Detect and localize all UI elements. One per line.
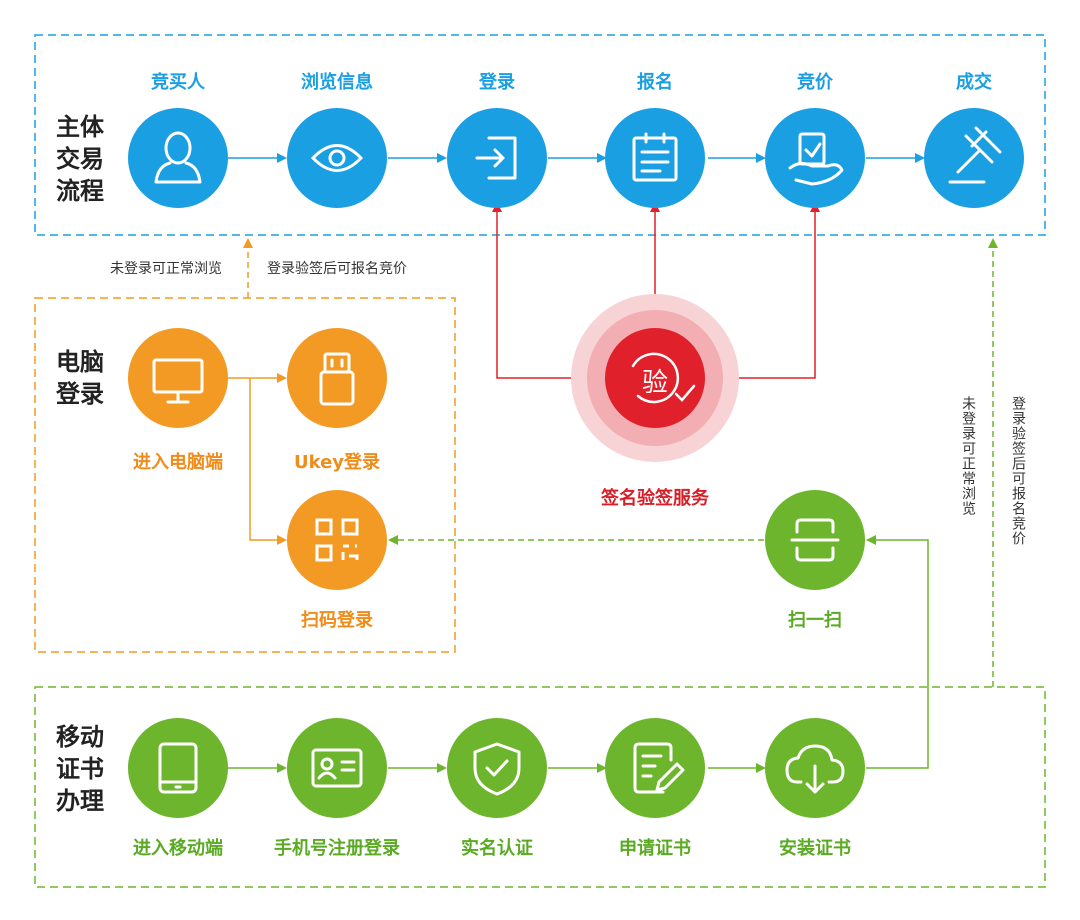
pc-login-arrows: [228, 238, 287, 545]
circle-buyer: [128, 108, 228, 208]
mobile-cert-section-label: 移动证书办理: [56, 723, 104, 815]
id-card-icon: [311, 748, 363, 788]
note-pc-browse: 未登录可正常浏览: [110, 261, 222, 277]
user-icon: [154, 131, 202, 184]
pc-login-box: [34, 297, 456, 653]
circle-qr: [287, 490, 387, 590]
main-step-label-browse: 浏览信息: [301, 72, 373, 93]
scan-icon: [790, 518, 840, 562]
main-step-label-buyer: 竞买人: [151, 72, 205, 93]
pc-step-label-qr: 扫码登录: [301, 610, 373, 631]
main-step-label-login: 登录: [479, 72, 515, 93]
bid-icon: [788, 132, 844, 186]
cloud-download-icon: [785, 744, 845, 794]
eye-icon: [310, 144, 364, 172]
usb-key-icon: [319, 352, 355, 406]
circle-pc: [128, 328, 228, 428]
main-flow-section-label: 主体交易流程: [56, 113, 104, 205]
clipboard-icon: [632, 132, 678, 182]
circle-bid: [765, 108, 865, 208]
mobile-step-label-install: 安装证书: [779, 838, 851, 859]
pc-step-label-ukey: Ukey登录: [293, 452, 381, 473]
circle-signup: [605, 108, 705, 208]
pc-circles: [128, 328, 387, 590]
note-mobile-signup: 登录验签后可报名竞价: [1010, 396, 1026, 546]
circle-ukey: [287, 328, 387, 428]
mobile-step-label-phone: 手机号注册登录: [274, 838, 400, 859]
pc-login-section-label: 电脑登录: [56, 348, 104, 408]
qr-code-icon: [315, 518, 359, 562]
circle-realname: [447, 718, 547, 818]
main-step-label-bid: 竞价: [797, 72, 833, 93]
circle-browse: [287, 108, 387, 208]
main-step-label-deal: 成交: [956, 72, 992, 93]
verify-icon: [631, 352, 696, 404]
mobile-step-label-enter: 进入移动端: [133, 838, 223, 859]
mobile-arrows: [228, 238, 998, 773]
note-mobile-browse: 未登录可正常浏览: [960, 396, 976, 516]
circle-mobile: [128, 718, 228, 818]
circle-verify: [605, 328, 705, 428]
tablet-icon: [158, 742, 198, 794]
verify-glyph: 验: [641, 368, 669, 398]
main-step-label-signup: 报名: [637, 72, 673, 93]
main-flow-box: [34, 34, 1046, 236]
document-edit-icon: [633, 742, 685, 794]
login-icon: [475, 136, 517, 180]
circle-apply-cert: [605, 718, 705, 818]
note-pc-signup: 登录验签后可报名竞价: [267, 261, 407, 277]
mobile-cert-box: [34, 686, 1046, 888]
mobile-step-label-apply: 申请证书: [619, 838, 691, 859]
monitor-icon: [152, 358, 204, 404]
verify-label: 签名验签服务: [601, 488, 709, 509]
shield-check-icon: [473, 742, 521, 796]
scan-label: 扫一扫: [788, 610, 842, 631]
circle-phone-register: [287, 718, 387, 818]
pc-step-label-enter: 进入电脑端: [133, 452, 223, 473]
mobile-step-label-realname: 实名认证: [461, 838, 533, 859]
gavel-icon: [948, 126, 1002, 184]
